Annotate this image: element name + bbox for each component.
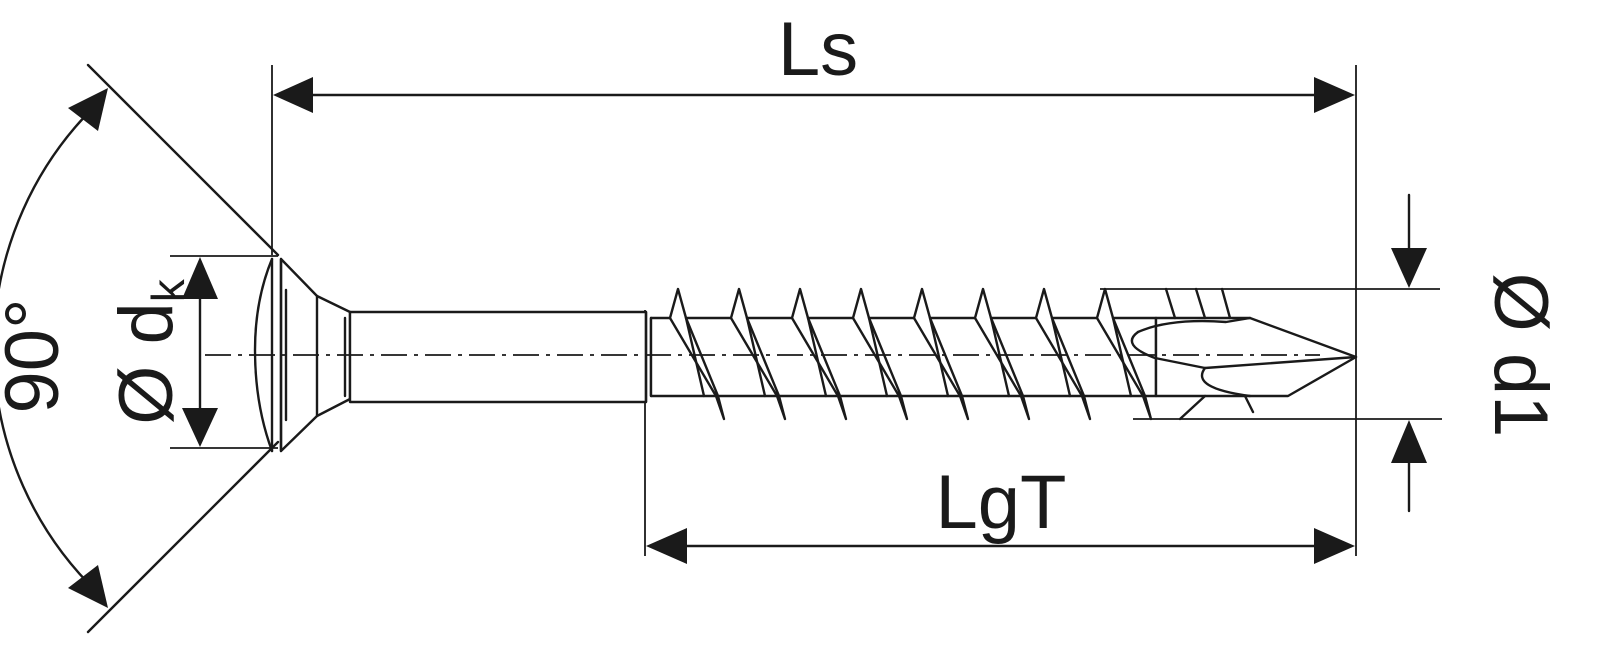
- thread-flank: [745, 316, 767, 398]
- thread-crest: [1095, 287, 1153, 421]
- angle-arc: [0, 101, 100, 595]
- label-head-angle: 90°: [0, 299, 75, 414]
- d1-arrowhead-bottom: [1391, 420, 1427, 463]
- label-head-diameter-subscript: k: [142, 278, 194, 302]
- thread-flank: [684, 316, 706, 398]
- angle-arrowhead-upper: [68, 88, 108, 131]
- thread-flank: [1050, 316, 1072, 398]
- screw-shank: [343, 310, 653, 404]
- screw-thread: [649, 287, 1158, 421]
- ls-arrowhead-right: [1314, 77, 1355, 113]
- lgt-arrowhead-left: [646, 528, 687, 564]
- d1-arrowhead-top: [1391, 248, 1427, 288]
- angle-line-upper: [86, 63, 280, 257]
- thread-crest: [912, 287, 970, 421]
- lgt-arrowhead-right: [1314, 528, 1355, 564]
- thread-crest: [729, 287, 787, 421]
- thread-crest: [790, 287, 848, 421]
- thread-crest: [973, 287, 1031, 421]
- ls-arrowhead-left: [273, 77, 313, 113]
- thread-crest: [1034, 287, 1092, 421]
- drill-tip: [1130, 287, 1358, 421]
- dk-arrowhead-bottom: [182, 408, 218, 447]
- label-lgt: LgT: [936, 460, 1067, 545]
- thread-crest: [668, 287, 726, 421]
- angle-arrowhead-lower: [68, 565, 108, 608]
- thread-flank: [928, 316, 950, 398]
- thread-flank: [806, 316, 828, 398]
- thread-flank: [867, 316, 889, 398]
- dk-arrowhead-top: [182, 257, 218, 299]
- angle-line-lower: [86, 440, 280, 634]
- thread-flank: [1111, 316, 1133, 398]
- thread-crest: [851, 287, 909, 421]
- label-thread-diameter: Ø d1: [1478, 273, 1563, 438]
- label-head-diameter-symbol: Ø d: [104, 302, 189, 425]
- label-ls: Ls: [778, 7, 858, 92]
- thread-flank: [989, 316, 1011, 398]
- label-head-diameter: Ø dk: [104, 278, 194, 425]
